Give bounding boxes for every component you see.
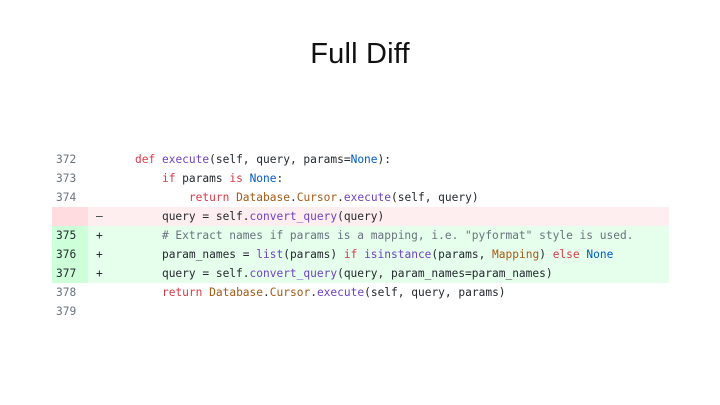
diff-line-added: 377 + query = self.convert_query(query, p… <box>52 264 669 283</box>
line-marker <box>88 188 112 207</box>
line-number[interactable]: 377 <box>52 264 88 283</box>
line-marker <box>88 169 112 188</box>
line-marker <box>88 150 112 169</box>
added-marker: + <box>96 248 103 261</box>
diff-line-context: 379 <box>52 302 669 321</box>
diff-line-context: 372 def execute(self, query, params=None)… <box>52 150 669 169</box>
line-number[interactable]: 374 <box>56 191 77 204</box>
line-number[interactable]: 378 <box>56 286 77 299</box>
code-text: return Database.Cursor.execute(self, que… <box>161 286 506 299</box>
line-number[interactable] <box>52 207 88 226</box>
slide-title: Full Diff <box>310 38 410 70</box>
code-text: return Database.Cursor.execute(self, que… <box>188 191 479 204</box>
diff-line-added: 376 + param_names = list(params) if isins… <box>52 245 669 264</box>
code-text: query = self.convert_query(query) <box>161 210 385 223</box>
diff-line-deleted: – query = self.convert_query(query) <box>52 207 669 226</box>
added-marker: + <box>96 229 103 242</box>
code-text: # Extract names if params is a mapping, … <box>161 229 634 242</box>
line-number[interactable]: 379 <box>56 305 77 318</box>
diff-line-context: 374 return Database.Cursor.execute(self,… <box>52 188 669 207</box>
line-number[interactable]: 373 <box>56 172 77 185</box>
line-number[interactable]: 372 <box>56 153 77 166</box>
diff-line-added: 375 + # Extract names if params is a mapp… <box>52 226 669 245</box>
code-text: param_names = list(params) if isinstance… <box>161 248 614 261</box>
deleted-marker: – <box>96 210 103 223</box>
code-text <box>112 302 669 321</box>
line-marker <box>88 283 112 302</box>
line-number[interactable]: 376 <box>52 245 88 264</box>
line-number[interactable]: 375 <box>52 226 88 245</box>
code-text: if params is None: <box>161 172 284 185</box>
diff-view: 372 def execute(self, query, params=None)… <box>52 150 669 321</box>
diff-line-context: 373 if params is None: <box>52 169 669 188</box>
code-text: query = self.convert_query(query, param_… <box>161 267 553 280</box>
line-marker <box>88 302 112 321</box>
added-marker: + <box>96 267 103 280</box>
diff-line-context: 378 return Database.Cursor.execute(self,… <box>52 283 669 302</box>
code-text: def execute(self, query, params=None): <box>135 153 392 166</box>
